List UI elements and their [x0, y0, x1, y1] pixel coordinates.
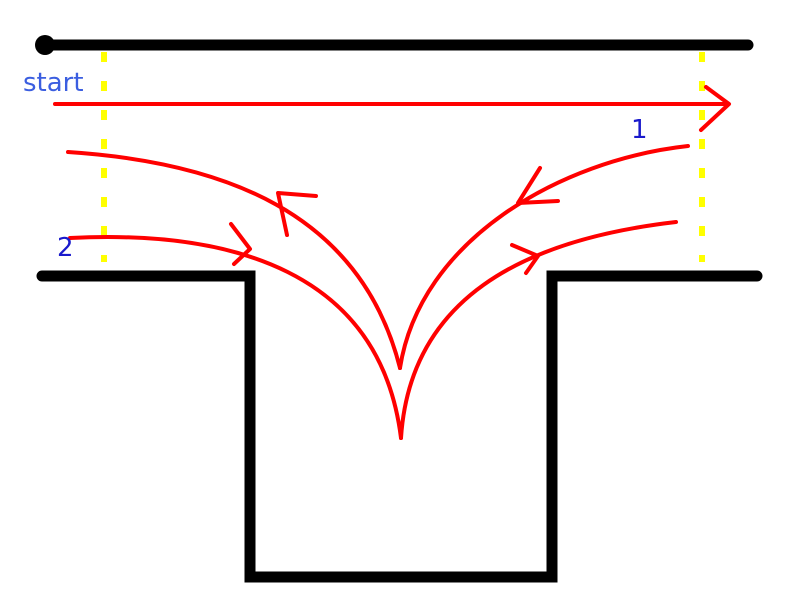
path-right-outer-arrowhead [516, 166, 560, 205]
path-right-outer [398, 144, 690, 370]
gate-lines [101, 52, 705, 262]
bottom-wall-with-bay [36, 270, 763, 583]
path-left-inner-arrowhead [229, 222, 252, 266]
path-right-inner [399, 220, 678, 440]
road-walls [36, 39, 763, 583]
path-left-outer-arrowhead [276, 191, 318, 237]
path-left-inner [68, 235, 403, 440]
path-1-label: 1 [631, 115, 648, 145]
start-dot [35, 35, 55, 55]
start-label: start [23, 68, 84, 98]
path-right-inner-arrowhead [510, 243, 540, 275]
paths [53, 85, 731, 440]
straight-path-arrowhead [699, 85, 731, 132]
path-2-label: 2 [57, 233, 74, 263]
path-left-outer [66, 150, 402, 370]
